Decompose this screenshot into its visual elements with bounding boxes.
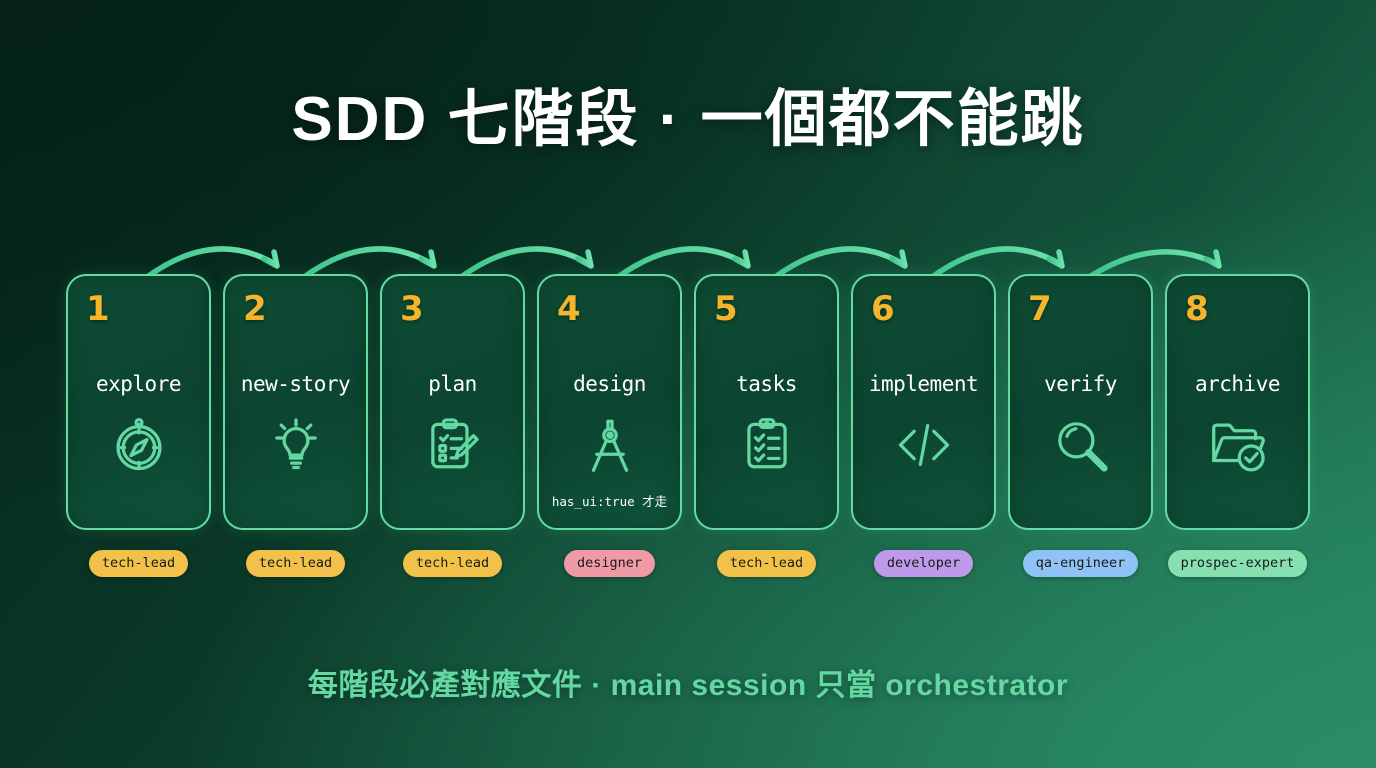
footer-caption: 每階段必產對應文件 · main session 只當 orchestrator xyxy=(307,669,1069,702)
role-badge-slot: tech-lead xyxy=(66,547,211,579)
role-badge-slot: developer xyxy=(851,547,996,579)
flow-arrowhead-1 xyxy=(261,249,280,269)
role-badge-tech-lead[interactable]: tech-lead xyxy=(88,549,189,577)
magnifier-icon xyxy=(1050,414,1112,476)
flow-arrowhead-3 xyxy=(575,249,594,269)
stage-card-explore[interactable]: 1 explore xyxy=(66,274,211,530)
flow-arrowhead-2 xyxy=(418,249,437,269)
flow-arrowhead-7 xyxy=(1203,249,1222,269)
role-badge-tech-lead[interactable]: tech-lead xyxy=(402,549,503,577)
stage-name: design xyxy=(573,372,646,396)
stage-card-plan[interactable]: 3 plan xyxy=(380,274,525,530)
role-badge-designer[interactable]: designer xyxy=(563,549,656,577)
role-badge-slot: tech-lead xyxy=(380,547,525,579)
stage-number: 3 xyxy=(400,289,424,329)
folder-check-icon xyxy=(1207,414,1269,476)
stage-name: plan xyxy=(428,372,477,396)
stage-card-verify[interactable]: 7 verify xyxy=(1008,274,1153,530)
page-title: SDD 七階段 · 一個都不能跳 xyxy=(291,85,1085,154)
role-badge-slot: tech-lead xyxy=(223,547,368,579)
flow-arrowhead-5 xyxy=(889,249,908,269)
stage-card-archive[interactable]: 8 archive xyxy=(1165,274,1310,530)
lightbulb-icon xyxy=(265,414,327,476)
stage-name: tasks xyxy=(736,372,797,396)
clipboard-pencil-icon xyxy=(422,414,484,476)
role-badge-tech-lead[interactable]: tech-lead xyxy=(716,549,817,577)
role-badge-row: tech-lead tech-lead tech-lead designer tech-… xyxy=(66,547,1310,579)
role-badge-slot: tech-lead xyxy=(694,547,839,579)
stage-condition-note: has_ui:true 才走 xyxy=(551,494,668,509)
role-badge-tech-lead[interactable]: tech-lead xyxy=(245,549,346,577)
role-badge-slot: prospec-expert xyxy=(1165,547,1310,579)
stage-number: 8 xyxy=(1185,289,1209,329)
compass-icon xyxy=(108,414,170,476)
stage-number: 1 xyxy=(86,289,110,329)
stage-card-row: 1 explore 2 new-story 3 plan 4 design has_ui… xyxy=(66,274,1310,530)
role-badge-slot: designer xyxy=(537,547,682,579)
stage-number: 2 xyxy=(243,289,267,329)
stage-name: implement xyxy=(868,372,979,396)
role-badge-prospec-expert[interactable]: prospec-expert xyxy=(1167,549,1308,577)
stage-number: 4 xyxy=(557,289,581,329)
stage-card-implement[interactable]: 6 implement xyxy=(851,274,996,530)
flow-arrowhead-4 xyxy=(732,249,751,269)
stage-card-new-story[interactable]: 2 new-story xyxy=(223,274,368,530)
compass-divider-icon xyxy=(579,414,641,476)
code-brackets-icon xyxy=(893,414,955,476)
stage-name: verify xyxy=(1044,372,1117,396)
stage-name: new-story xyxy=(240,372,351,396)
stage-card-tasks[interactable]: 5 tasks xyxy=(694,274,839,530)
role-badge-qa-engineer[interactable]: qa-engineer xyxy=(1022,549,1139,577)
stage-number: 7 xyxy=(1028,289,1052,329)
stage-card-design[interactable]: 4 design has_ui:true 才走 xyxy=(537,274,682,530)
stage-name: explore xyxy=(95,372,182,396)
role-badge-slot: qa-engineer xyxy=(1008,547,1153,579)
stage-name: archive xyxy=(1194,372,1281,396)
flow-arrowhead-6 xyxy=(1046,249,1065,269)
stage-number: 5 xyxy=(714,289,738,329)
stage-number: 6 xyxy=(871,289,895,329)
role-badge-developer[interactable]: developer xyxy=(873,549,974,577)
clipboard-checklist-icon xyxy=(736,414,798,476)
